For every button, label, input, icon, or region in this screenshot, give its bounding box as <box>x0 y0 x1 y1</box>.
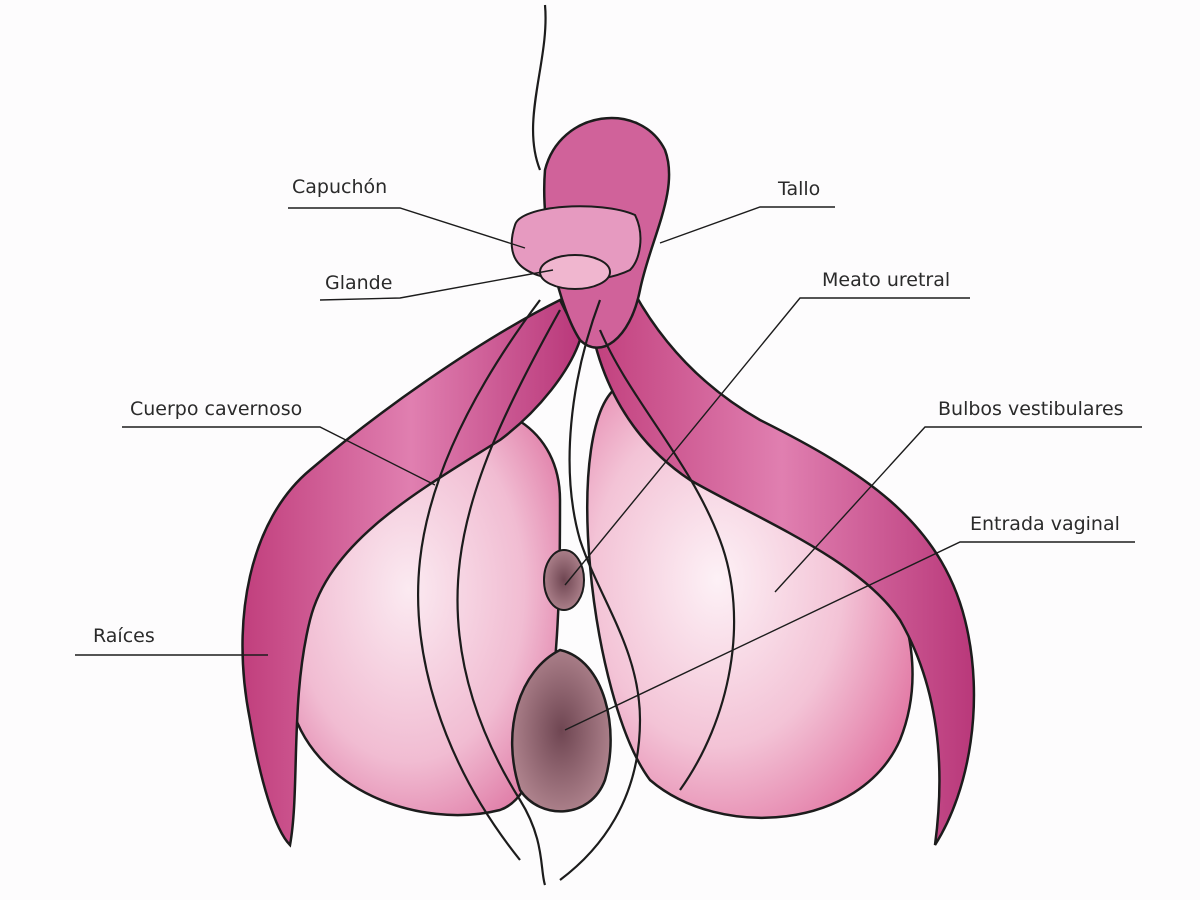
vaginal-opening <box>510 648 612 813</box>
clitoral-hood <box>510 205 642 282</box>
labia-contours <box>417 4 736 886</box>
glans <box>539 254 611 290</box>
label-raices: Raíces <box>93 625 155 647</box>
leader-capuchon <box>288 207 526 249</box>
label-tallo: Tallo <box>778 178 821 200</box>
leader-glande <box>319 269 554 301</box>
label-entrada-vaginal: Entrada vaginal <box>970 513 1120 535</box>
leader-meato <box>564 297 970 586</box>
label-glande: Glande <box>325 272 393 294</box>
leader-cuerpo <box>122 426 436 486</box>
leader-entrada <box>564 541 1135 731</box>
label-cuerpo-cavernoso: Cuerpo cavernoso <box>130 398 303 420</box>
label-capuchon: Capuchón <box>292 176 388 198</box>
leader-tallo <box>659 206 835 244</box>
leader-bulbos <box>774 426 1142 593</box>
label-bulbos-vestibulares: Bulbos vestibulares <box>938 398 1124 420</box>
label-meato-uretral: Meato uretral <box>822 269 951 291</box>
leader-lines <box>75 206 1142 731</box>
urethral-meatus <box>543 549 585 611</box>
